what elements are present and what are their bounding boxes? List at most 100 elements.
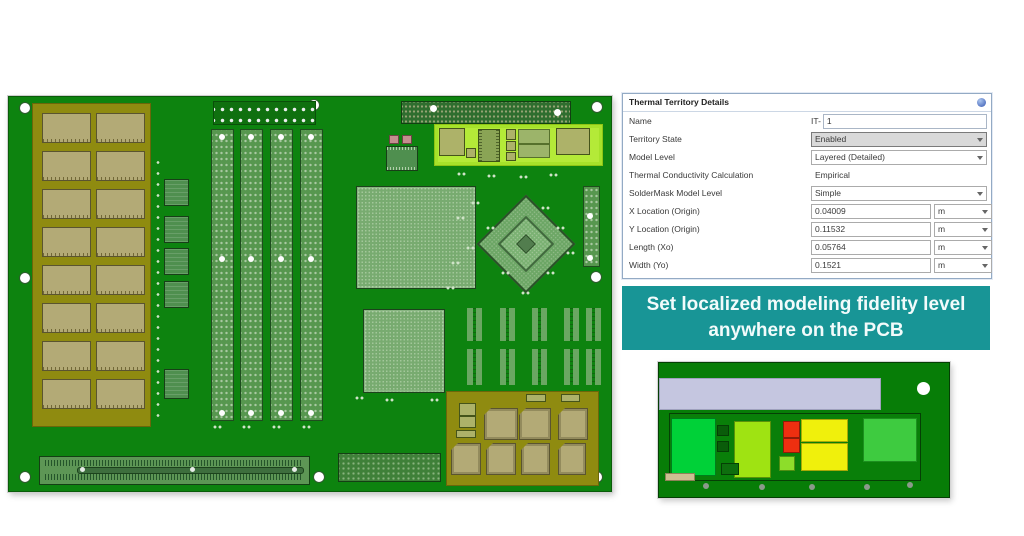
power-chip: [558, 408, 588, 440]
mounting-hole: [20, 103, 30, 113]
thermal-chip-warm-green: [734, 421, 771, 478]
small-ic-chip: [164, 281, 189, 308]
solder-edge: [665, 473, 695, 481]
static-value: Empirical: [815, 170, 850, 180]
territory-chip: [506, 141, 516, 151]
connector-hole: [430, 105, 437, 112]
y-location-unit-select[interactable]: m: [934, 221, 992, 237]
field-label: Thermal Conductivity Calculation: [629, 170, 754, 180]
memory-chip: [42, 227, 91, 257]
small-ic-chip: [164, 369, 189, 399]
row-x-location: X Location (Origin) 0.04009 m: [623, 202, 992, 220]
field-value: 0.05764: [815, 242, 846, 252]
name-prefix: IT-: [811, 116, 821, 126]
field-label: Name: [629, 116, 652, 126]
width-input[interactable]: 0.1521: [811, 257, 931, 273]
selected-value: Layered (Detailed): [815, 152, 885, 162]
chevron-down-icon: [977, 191, 983, 196]
field-value: 0.1521: [815, 260, 841, 270]
territory-chip: [506, 129, 516, 140]
capacitor: [389, 135, 399, 144]
pcb-board-image: [8, 96, 612, 492]
bga-chip-diamond: [476, 194, 576, 294]
mounting-hole: [20, 472, 30, 482]
field-label: Length (Xo): [629, 242, 674, 252]
passive-component-pair: [532, 308, 547, 341]
help-icon[interactable]: [977, 98, 986, 107]
passive-component-pair: [586, 349, 601, 385]
field-label: SolderMask Model Level: [629, 188, 723, 198]
unit-value: m: [938, 260, 946, 270]
memory-chip: [42, 189, 91, 219]
territory-chip: [466, 148, 476, 158]
bga-chip-medium: [363, 309, 445, 393]
small-component: [717, 441, 729, 452]
row-width: Width (Yo) 0.1521 m: [623, 256, 992, 274]
territory-chip: [439, 128, 465, 156]
field-label: Width (Yo): [629, 260, 669, 270]
selected-value: Simple: [815, 188, 841, 198]
small-component: [526, 394, 546, 402]
small-component: [456, 430, 476, 438]
memory-chip: [42, 151, 91, 181]
memory-chip: [42, 265, 91, 295]
unit-value: m: [938, 206, 946, 216]
chevron-down-icon: [982, 263, 988, 268]
memory-chip: [96, 151, 145, 181]
memory-chip: [96, 189, 145, 219]
thermal-chip-cool: [671, 418, 716, 476]
thermal-chip-warm-green: [779, 456, 795, 471]
memory-chip: [96, 303, 145, 333]
small-component: [459, 416, 476, 428]
memory-chip: [96, 341, 145, 371]
board-edge-connector: [401, 101, 571, 124]
power-chip: [519, 408, 551, 440]
chevron-down-icon: [977, 137, 983, 142]
thermal-territory-zoom-image: [658, 362, 950, 498]
vertical-connector: [583, 186, 600, 267]
thermal-chip-hot: [783, 438, 800, 453]
thermal-chip-cool: [863, 418, 917, 462]
thermal-chip-hot: [783, 421, 800, 438]
memory-chip: [96, 113, 145, 143]
passive-component-pair: [500, 349, 515, 385]
mounting-hole: [314, 472, 324, 482]
model-level-select[interactable]: Layered (Detailed): [811, 149, 987, 165]
width-unit-select[interactable]: m: [934, 257, 992, 273]
thermal-chip-warm: [801, 419, 848, 442]
territory-ic: [478, 129, 500, 162]
name-input[interactable]: [822, 113, 987, 129]
connector-block: [659, 378, 881, 410]
field-label: Model Level: [629, 152, 675, 162]
mounting-hole: [20, 273, 30, 283]
field-label: Y Location (Origin): [629, 224, 700, 234]
caption-text: Set localized modeling fidelity level an…: [646, 294, 966, 341]
chevron-down-icon: [977, 155, 983, 160]
x-location-input[interactable]: 0.04009: [811, 203, 931, 219]
length-unit-select[interactable]: m: [934, 239, 992, 255]
power-chip: [484, 408, 518, 440]
field-value: 0.11532: [815, 224, 846, 234]
x-location-unit-select[interactable]: m: [934, 203, 992, 219]
y-location-input[interactable]: 0.11532: [811, 221, 931, 237]
selected-value: Enabled: [815, 134, 847, 144]
territory-state-select[interactable]: Enabled: [811, 131, 987, 147]
power-chip: [451, 443, 481, 475]
dimm-slot: [300, 129, 323, 421]
memory-chip: [42, 379, 91, 409]
field-value: 0.04009: [815, 206, 846, 216]
field-label: Territory State: [629, 134, 682, 144]
row-thermal-conductivity: Thermal Conductivity Calculation Empiric…: [623, 166, 991, 184]
small-component: [721, 463, 739, 475]
territory-chip: [518, 129, 550, 144]
small-component: [561, 394, 580, 402]
memory-chip: [42, 113, 91, 143]
passive-component-pair: [467, 308, 482, 341]
field-label: X Location (Origin): [629, 206, 700, 216]
row-name: Name IT-: [623, 112, 991, 130]
row-soldermask-level: SolderMask Model Level Simple: [623, 184, 991, 202]
chevron-down-icon: [982, 209, 988, 214]
length-input[interactable]: 0.05764: [811, 239, 931, 255]
soldermask-level-select[interactable]: Simple: [811, 185, 987, 201]
passive-component-pair: [586, 308, 601, 341]
